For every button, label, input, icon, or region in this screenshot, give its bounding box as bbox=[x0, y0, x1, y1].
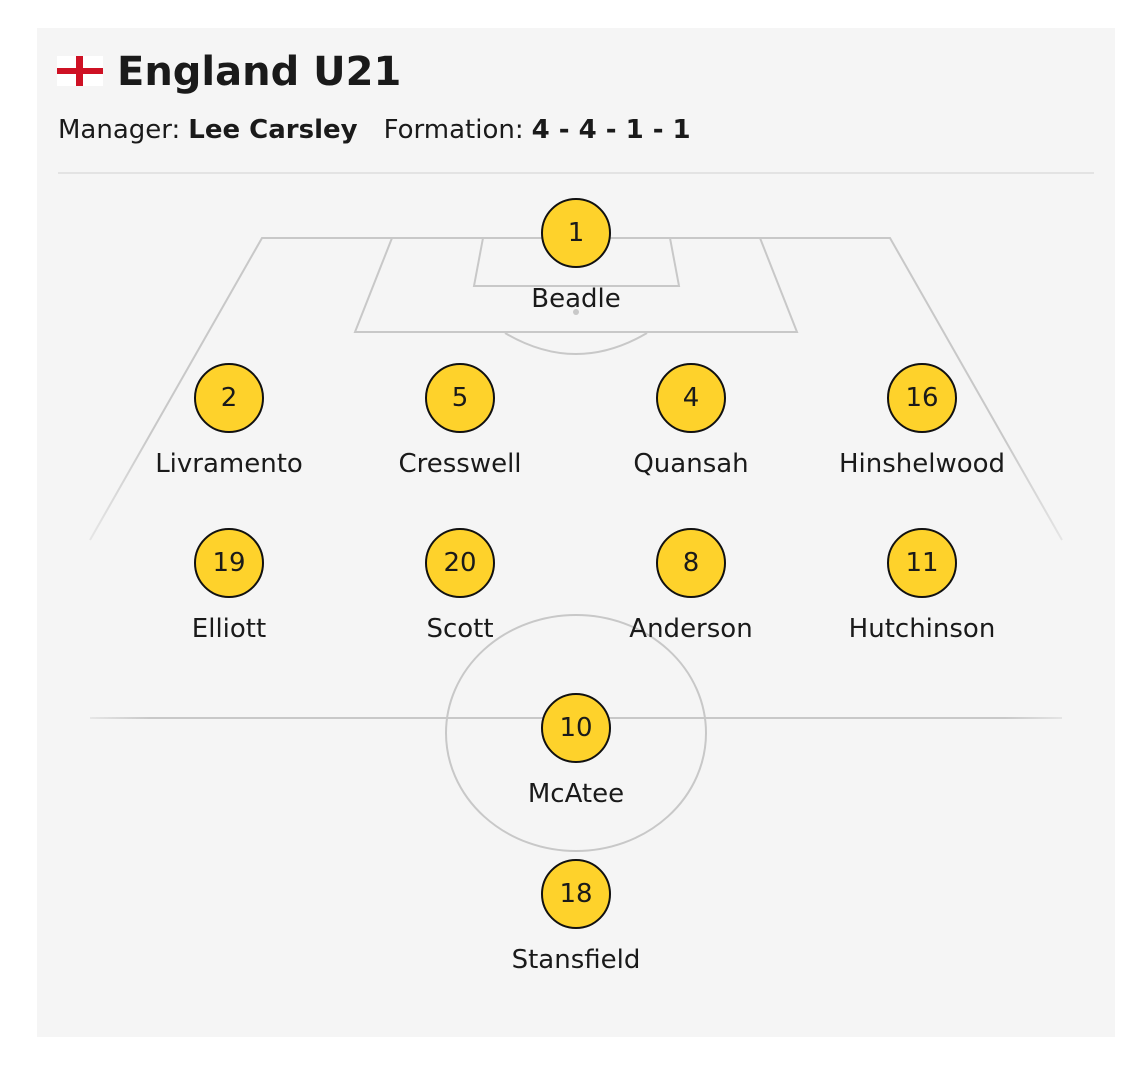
player-card[interactable]: 16 Hinshelwood bbox=[802, 363, 1042, 479]
player-name: Scott bbox=[426, 614, 494, 644]
england-flag-icon bbox=[57, 56, 103, 86]
player-card[interactable]: 1 Beadle bbox=[456, 198, 696, 314]
player-card[interactable]: 10 McAtee bbox=[456, 693, 696, 809]
shirt-number: 19 bbox=[194, 528, 264, 598]
player-name: Hinshelwood bbox=[838, 449, 1006, 479]
shirt-number: 4 bbox=[656, 363, 726, 433]
team-meta: Manager:Lee Carsley Formation:4 - 4 - 1 -… bbox=[58, 113, 691, 147]
shirt-number: 18 bbox=[541, 859, 611, 929]
formation-value: 4 - 4 - 1 - 1 bbox=[531, 115, 691, 145]
player-card[interactable]: 19 Elliott bbox=[109, 528, 349, 644]
player-name: Cresswell bbox=[398, 449, 522, 479]
player-card[interactable]: 20 Scott bbox=[340, 528, 580, 644]
player-name: McAtee bbox=[527, 779, 625, 809]
six-yard-box bbox=[472, 237, 681, 287]
player-name: Hutchinson bbox=[848, 614, 996, 644]
team-name: England U21 bbox=[117, 49, 402, 95]
player-card[interactable]: 4 Quansah bbox=[571, 363, 811, 479]
formation-label: Formation: bbox=[383, 115, 524, 145]
player-name: Beadle bbox=[531, 284, 621, 314]
shirt-number: 5 bbox=[425, 363, 495, 433]
player-card[interactable]: 18 Stansfield bbox=[456, 859, 696, 975]
shirt-number: 20 bbox=[425, 528, 495, 598]
player-card[interactable]: 5 Cresswell bbox=[340, 363, 580, 479]
penalty-arc bbox=[504, 332, 648, 355]
shirt-number: 16 bbox=[887, 363, 957, 433]
player-name: Quansah bbox=[633, 449, 749, 479]
player-name: Elliott bbox=[191, 614, 267, 644]
centre-circle bbox=[445, 614, 707, 852]
player-name: Anderson bbox=[629, 614, 753, 644]
shirt-number: 2 bbox=[194, 363, 264, 433]
penalty-box bbox=[353, 237, 799, 333]
player-name: Livramento bbox=[155, 449, 303, 479]
shirt-number: 10 bbox=[541, 693, 611, 763]
header-divider bbox=[58, 172, 1094, 174]
player-name: Stansfield bbox=[511, 945, 641, 975]
manager-label: Manager: bbox=[58, 115, 181, 145]
shirt-number: 8 bbox=[656, 528, 726, 598]
penalty-spot bbox=[573, 309, 579, 315]
player-card[interactable]: 2 Livramento bbox=[109, 363, 349, 479]
shirt-number: 1 bbox=[541, 198, 611, 268]
player-card[interactable]: 11 Hutchinson bbox=[802, 528, 1042, 644]
manager-name: Lee Carsley bbox=[188, 115, 358, 145]
player-card[interactable]: 8 Anderson bbox=[571, 528, 811, 644]
shirt-number: 11 bbox=[887, 528, 957, 598]
